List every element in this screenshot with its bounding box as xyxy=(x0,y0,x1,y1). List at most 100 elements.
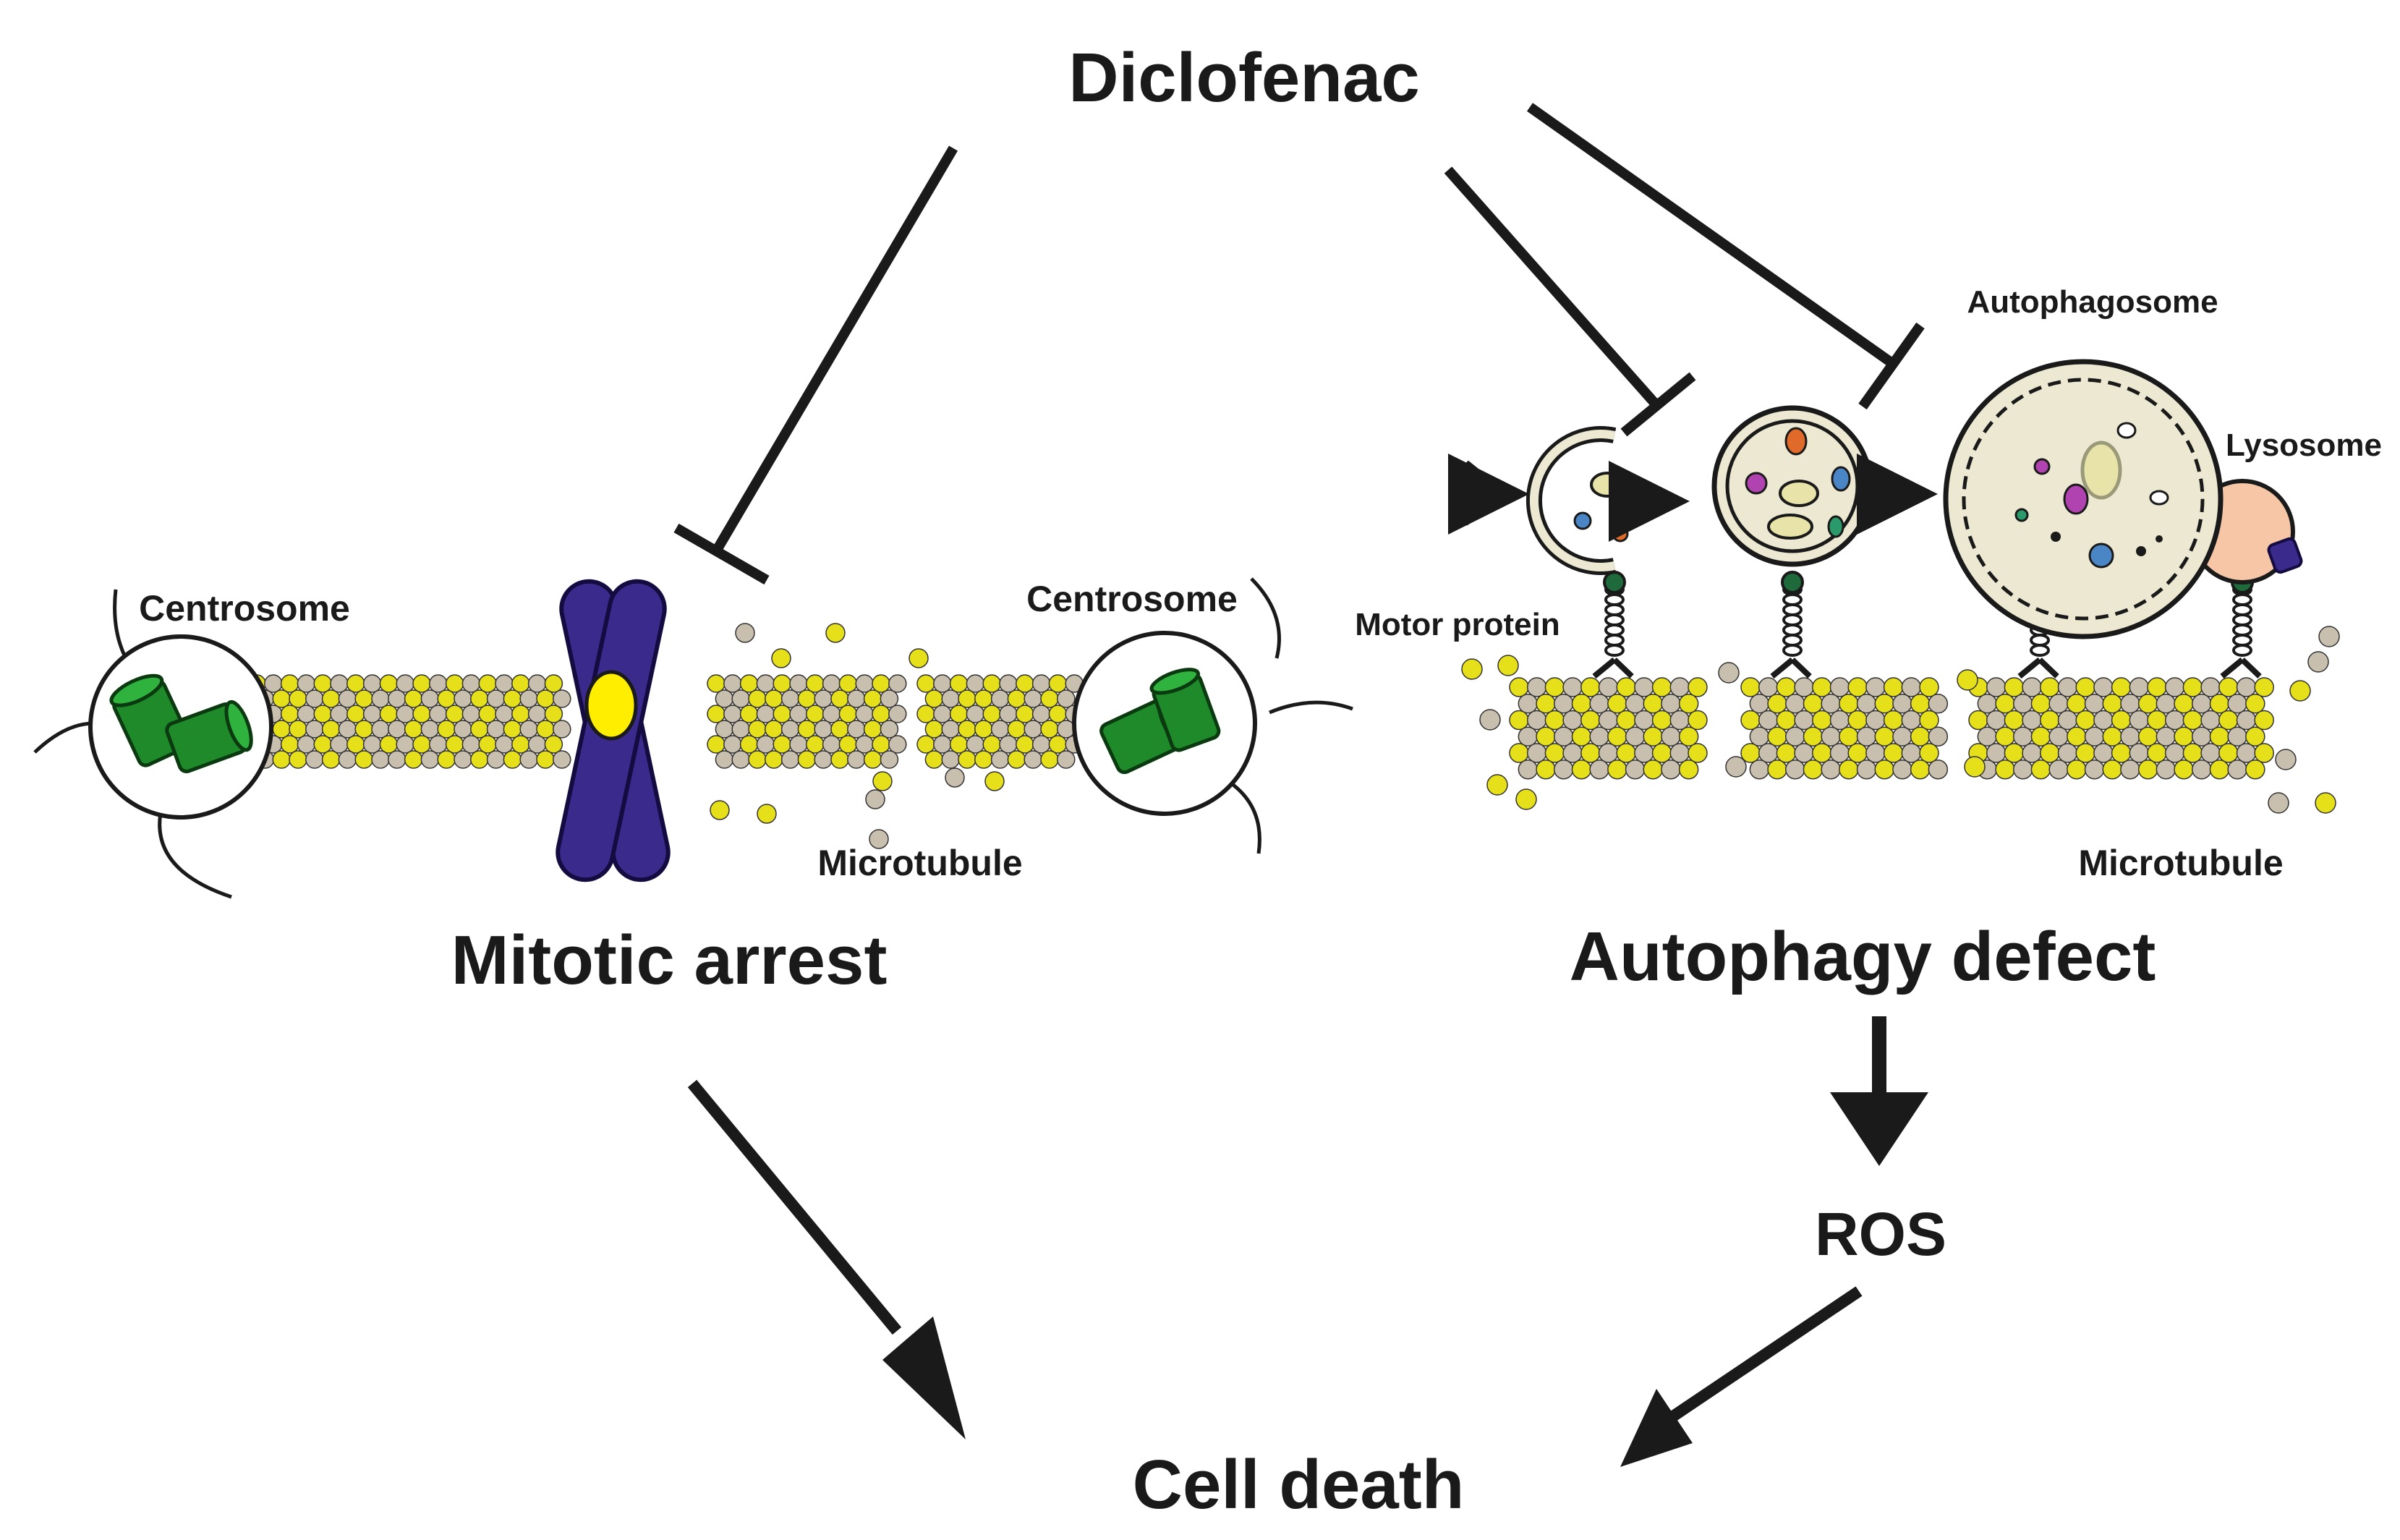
tubulin-bead xyxy=(437,750,456,769)
tubulin-bead xyxy=(313,674,332,693)
tubulin-bead xyxy=(404,720,423,739)
tubulin-bead xyxy=(536,720,555,739)
tubulin-bead xyxy=(1829,677,1850,697)
tubulin-bead xyxy=(1874,726,1894,746)
tubulin-bead xyxy=(1776,710,1797,731)
tubulin-bead xyxy=(486,720,506,739)
tubulin-bead xyxy=(1749,694,1770,714)
microtubule-intact-left xyxy=(247,674,571,769)
tubulin-bead xyxy=(2013,694,2033,714)
tubulin-bead xyxy=(1829,743,1850,763)
tubulin-bead xyxy=(2067,760,2087,780)
tubulin-bead xyxy=(495,705,514,723)
tubulin-bead xyxy=(2102,760,2122,780)
tubulin-bead xyxy=(1749,760,1770,780)
tubulin-bead xyxy=(379,674,399,693)
tubulin-bead xyxy=(982,735,1001,754)
tubulin-bead xyxy=(2218,710,2239,731)
tubulin-bead xyxy=(863,750,882,769)
tubulin-bead xyxy=(1007,720,1026,739)
tubulin-bead xyxy=(2004,710,2025,731)
tubulin-bead xyxy=(2129,677,2150,697)
tubulin-bead xyxy=(412,735,431,754)
tubulin-bead xyxy=(1634,677,1654,697)
tubulin-bead xyxy=(1847,677,1868,697)
tubulin-bead xyxy=(1919,743,1939,763)
tubulin-bead xyxy=(2245,760,2265,780)
tubulin-bead xyxy=(305,720,324,739)
tubulin-bead xyxy=(2164,710,2185,731)
motor-protein-icon xyxy=(2220,571,2262,679)
tubulin-bead xyxy=(1031,674,1051,693)
tubulin-bead xyxy=(338,689,357,708)
tubulin-bead xyxy=(949,735,969,754)
tubulin-bead xyxy=(1847,710,1868,731)
tubulin-bead xyxy=(2022,710,2042,731)
tubulin-bead xyxy=(1554,726,1574,746)
tubulin-bead xyxy=(1928,694,1949,714)
tubulin-bead xyxy=(1678,726,1699,746)
tubulin-bead xyxy=(2156,760,2176,780)
tubulin-bead xyxy=(1040,689,1059,708)
tubulin-bead xyxy=(305,750,324,769)
tubulin-bead xyxy=(2137,760,2158,780)
phagophore-icon xyxy=(1526,426,1629,575)
tubulin-bead xyxy=(825,623,846,643)
tubulin-bead xyxy=(461,705,481,723)
tubulin-bead xyxy=(1892,760,1912,780)
tubulin-bead xyxy=(1839,694,1859,714)
tubulin-bead xyxy=(855,735,874,754)
tubulin-bead xyxy=(735,623,755,643)
tubulin-bead xyxy=(1580,710,1601,731)
tubulin-bead xyxy=(1829,710,1850,731)
tubulin-bead xyxy=(756,674,775,693)
tubulin-bead xyxy=(1883,677,1904,697)
tubulin-bead xyxy=(2245,694,2265,714)
tubulin-bead xyxy=(1486,774,1508,796)
tubulin-bead xyxy=(2254,743,2274,763)
tubulin-bead xyxy=(1509,677,1529,697)
tubulin-bead xyxy=(1749,726,1770,746)
tubulin-bead xyxy=(1616,743,1636,763)
tubulin-bead xyxy=(1048,674,1068,693)
centromere-icon xyxy=(584,670,638,741)
tubulin-bead xyxy=(478,735,497,754)
tubulin-bead xyxy=(822,705,841,723)
tubulin-bead xyxy=(1812,743,1832,763)
tubulin-bead xyxy=(2164,677,2185,697)
tubulin-bead xyxy=(715,750,734,769)
tubulin-bead xyxy=(330,674,349,693)
tubulin-bead xyxy=(1661,760,1681,780)
tubulin-bead xyxy=(806,674,825,693)
microtubule-depolymerizing-left xyxy=(707,623,1084,849)
tubulin-bead xyxy=(470,750,489,769)
tubulin-bead xyxy=(1580,677,1601,697)
tubulin-bead xyxy=(519,750,538,769)
tubulin-bead xyxy=(346,674,365,693)
tubulin-bead xyxy=(1057,689,1076,708)
tubulin-bead xyxy=(371,720,390,739)
tubulin-bead xyxy=(1856,694,1877,714)
tubulin-bead xyxy=(2307,651,2329,673)
tubulin-bead xyxy=(297,674,316,693)
tubulin-bead xyxy=(2174,726,2194,746)
motor-protein-icon xyxy=(1592,571,1634,679)
tubulin-bead xyxy=(872,674,890,693)
tubulin-bead xyxy=(2004,743,2025,763)
tubulin-bead xyxy=(1986,677,2007,697)
tubulin-bead xyxy=(1767,694,1787,714)
tubulin-bead xyxy=(346,735,365,754)
tubulin-bead xyxy=(865,789,885,809)
tubulin-bead xyxy=(445,674,464,693)
tubulin-bead xyxy=(982,705,1001,723)
tubulin-bead xyxy=(2004,677,2025,697)
tubulin-bead xyxy=(2137,726,2158,746)
tubulin-bead xyxy=(1607,726,1627,746)
tubulin-bead xyxy=(1821,694,1841,714)
tubulin-bead xyxy=(396,705,414,723)
tubulin-bead xyxy=(990,689,1010,708)
tubulin-bead xyxy=(707,674,725,693)
tubulin-bead xyxy=(388,720,407,739)
microtubule-left-label: Microtubule xyxy=(817,843,1022,883)
